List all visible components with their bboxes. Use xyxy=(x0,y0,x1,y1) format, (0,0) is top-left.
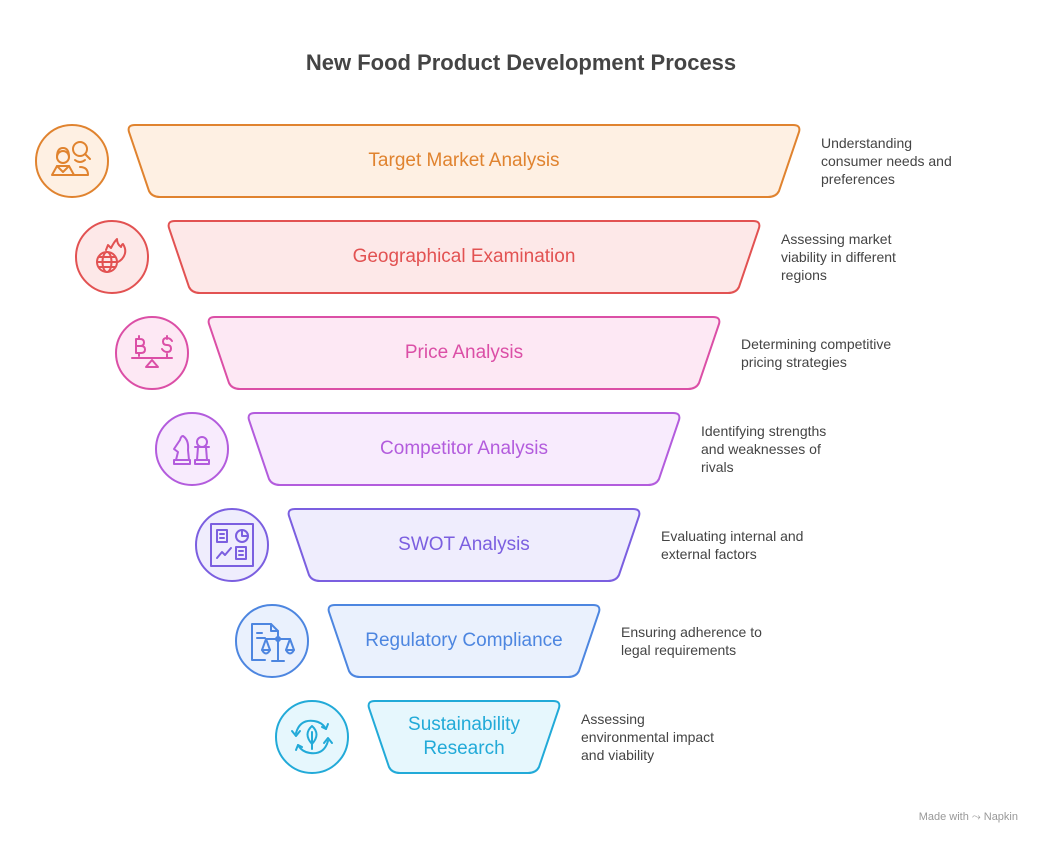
description-line: consumer needs and xyxy=(821,153,952,169)
document-scales-icon xyxy=(251,623,295,662)
description-line: Ensuring adherence to xyxy=(621,624,762,640)
description-line: Identifying strengths xyxy=(701,423,827,439)
stage-label: Competitor Analysis xyxy=(380,438,548,459)
stage-icon-circle xyxy=(35,124,109,198)
description-line: external factors xyxy=(661,546,757,562)
stage-icon-circle xyxy=(195,508,269,582)
stage-band xyxy=(247,412,681,486)
globe-fire-icon xyxy=(96,238,127,273)
description-line: environmental impact xyxy=(581,729,715,745)
recycle-leaf-icon xyxy=(291,719,333,755)
stage-band xyxy=(327,604,601,678)
stage-label: SWOT Analysis xyxy=(398,534,530,555)
stage-label: Target Market Analysis xyxy=(368,150,560,171)
stage-icon-circle xyxy=(155,412,229,486)
people-search-icon xyxy=(51,141,91,176)
stage-icon-circle xyxy=(235,604,309,678)
description-line: pricing strategies xyxy=(741,354,847,370)
funnel-stage xyxy=(35,124,801,198)
stage-label: Geographical Examination xyxy=(352,246,576,267)
stage-description: Identifying strengths and weaknesses of ri… xyxy=(701,422,826,476)
funnel-stage xyxy=(195,508,641,582)
funnel-stage xyxy=(275,700,561,774)
stage-icon-circle xyxy=(115,316,189,390)
funnel-stage xyxy=(235,604,601,678)
funnel-stage xyxy=(75,220,761,294)
description-line: viability in different xyxy=(781,249,896,265)
stage-band xyxy=(167,220,761,294)
description-line: regions xyxy=(781,267,827,283)
napkin-credit: Made with ⤳ Napkin xyxy=(918,811,1018,823)
stage-label: Regulatory Compliance xyxy=(365,630,563,651)
funnel-stage xyxy=(115,316,721,390)
stage-description: Assessing environmental impact and viabili… xyxy=(581,710,714,764)
description-line: legal requirements xyxy=(621,642,737,658)
description-line: Evaluating internal and xyxy=(661,528,804,544)
dashboard-icon xyxy=(210,523,254,567)
description-line: Understanding xyxy=(821,135,913,151)
stage-band xyxy=(367,700,561,774)
stage-band xyxy=(287,508,641,582)
stage-description: Assessing market viability in different re… xyxy=(781,230,896,284)
description-line: preferences xyxy=(821,171,895,187)
stage-description: Ensuring adherence to legal requirements xyxy=(621,623,762,659)
funnel-stage xyxy=(155,412,681,486)
stage-band xyxy=(207,316,721,390)
description-line: Determining competitive xyxy=(741,336,892,352)
stage-description: Understanding consumer needs and preferenc… xyxy=(821,134,952,188)
stage-label: Price Analysis xyxy=(404,342,524,363)
currency-balance-icon xyxy=(131,335,173,368)
description-line: Assessing market xyxy=(781,231,892,247)
description-line: Assessing xyxy=(581,711,645,727)
stage-description: Determining competitive pricing strategie… xyxy=(741,335,891,371)
chess-pieces-icon xyxy=(173,435,210,465)
stage-description: Evaluating internal and external factors xyxy=(661,527,803,563)
description-line: rivals xyxy=(701,459,734,475)
description-line: and viability xyxy=(581,747,655,763)
page-title: New Food Product Development Process xyxy=(305,50,737,75)
stage-band xyxy=(127,124,801,198)
description-line: and weaknesses of xyxy=(701,441,821,457)
